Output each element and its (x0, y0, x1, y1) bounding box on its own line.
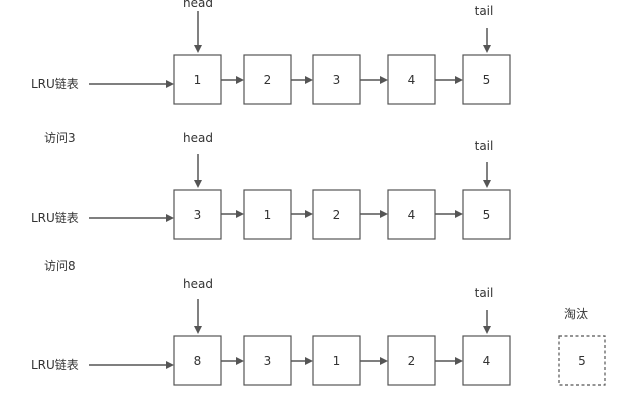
list-node (312, 54, 361, 105)
head-label: head (183, 0, 213, 10)
node-value: 3 (194, 208, 202, 222)
link-arrow-head (305, 357, 313, 365)
node-value: 2 (408, 354, 416, 368)
node-value: 4 (483, 354, 491, 368)
list-node (387, 54, 436, 105)
link-arrow-head (305, 210, 313, 218)
list-node (387, 189, 436, 240)
entry-arrow-head (166, 361, 174, 369)
list-node (243, 335, 292, 386)
step-label-row3: 访问8 (44, 259, 76, 273)
tail-label: tail (475, 139, 494, 153)
tail-label: tail (475, 286, 494, 300)
link-arrow-head (236, 357, 244, 365)
node-value: 1 (333, 354, 341, 368)
node-value: 8 (194, 354, 202, 368)
tail-label: tail (475, 4, 494, 18)
lru-row-2: LRU链表 head tail 3 1 2 4 5 (31, 131, 511, 240)
head-pointer-head (194, 180, 202, 188)
link-arrow-head (380, 357, 388, 365)
lru-list-label: LRU链表 (31, 76, 79, 91)
link-arrow-head (236, 210, 244, 218)
node-value: 3 (264, 354, 272, 368)
tail-pointer-head (483, 326, 491, 334)
tail-pointer-head (483, 45, 491, 53)
list-node (462, 54, 511, 105)
node-value: 1 (194, 73, 202, 87)
link-arrow-head (380, 210, 388, 218)
list-node (387, 335, 436, 386)
list-node (462, 189, 511, 240)
lru-list-label: LRU链表 (31, 210, 79, 225)
entry-arrow-head (166, 80, 174, 88)
node-value: 5 (483, 73, 491, 87)
link-arrow-head (380, 76, 388, 84)
node-value: 4 (408, 73, 416, 87)
entry-arrow-head (166, 214, 174, 222)
lru-row-1: LRU链表 head tail 1 2 3 4 5 (31, 0, 511, 105)
list-node (462, 335, 511, 386)
head-label: head (183, 131, 213, 145)
node-value: 4 (408, 208, 416, 222)
node-value: 2 (333, 208, 341, 222)
list-node (173, 54, 222, 105)
node-value: 2 (264, 73, 272, 87)
list-node (243, 189, 292, 240)
list-node (173, 335, 222, 386)
head-pointer-head (194, 45, 202, 53)
evicted-label: 淘汰 (564, 307, 588, 321)
head-label: head (183, 277, 213, 291)
list-node (173, 189, 222, 240)
link-arrow-head (455, 210, 463, 218)
node-value: 1 (264, 208, 272, 222)
lru-row-3: LRU链表 head tail 8 3 1 2 4 淘汰 5 (31, 277, 606, 386)
list-node (243, 54, 292, 105)
link-arrow-head (455, 76, 463, 84)
link-arrow-head (455, 357, 463, 365)
link-arrow-head (305, 76, 313, 84)
evicted-node (558, 335, 606, 386)
lru-list-label: LRU链表 (31, 357, 79, 372)
link-arrow-head (236, 76, 244, 84)
node-value: 5 (483, 208, 491, 222)
step-label-row2: 访问3 (44, 131, 76, 145)
evicted-value: 5 (578, 354, 586, 368)
node-value: 3 (333, 73, 341, 87)
head-pointer-head (194, 326, 202, 334)
tail-pointer-head (483, 180, 491, 188)
